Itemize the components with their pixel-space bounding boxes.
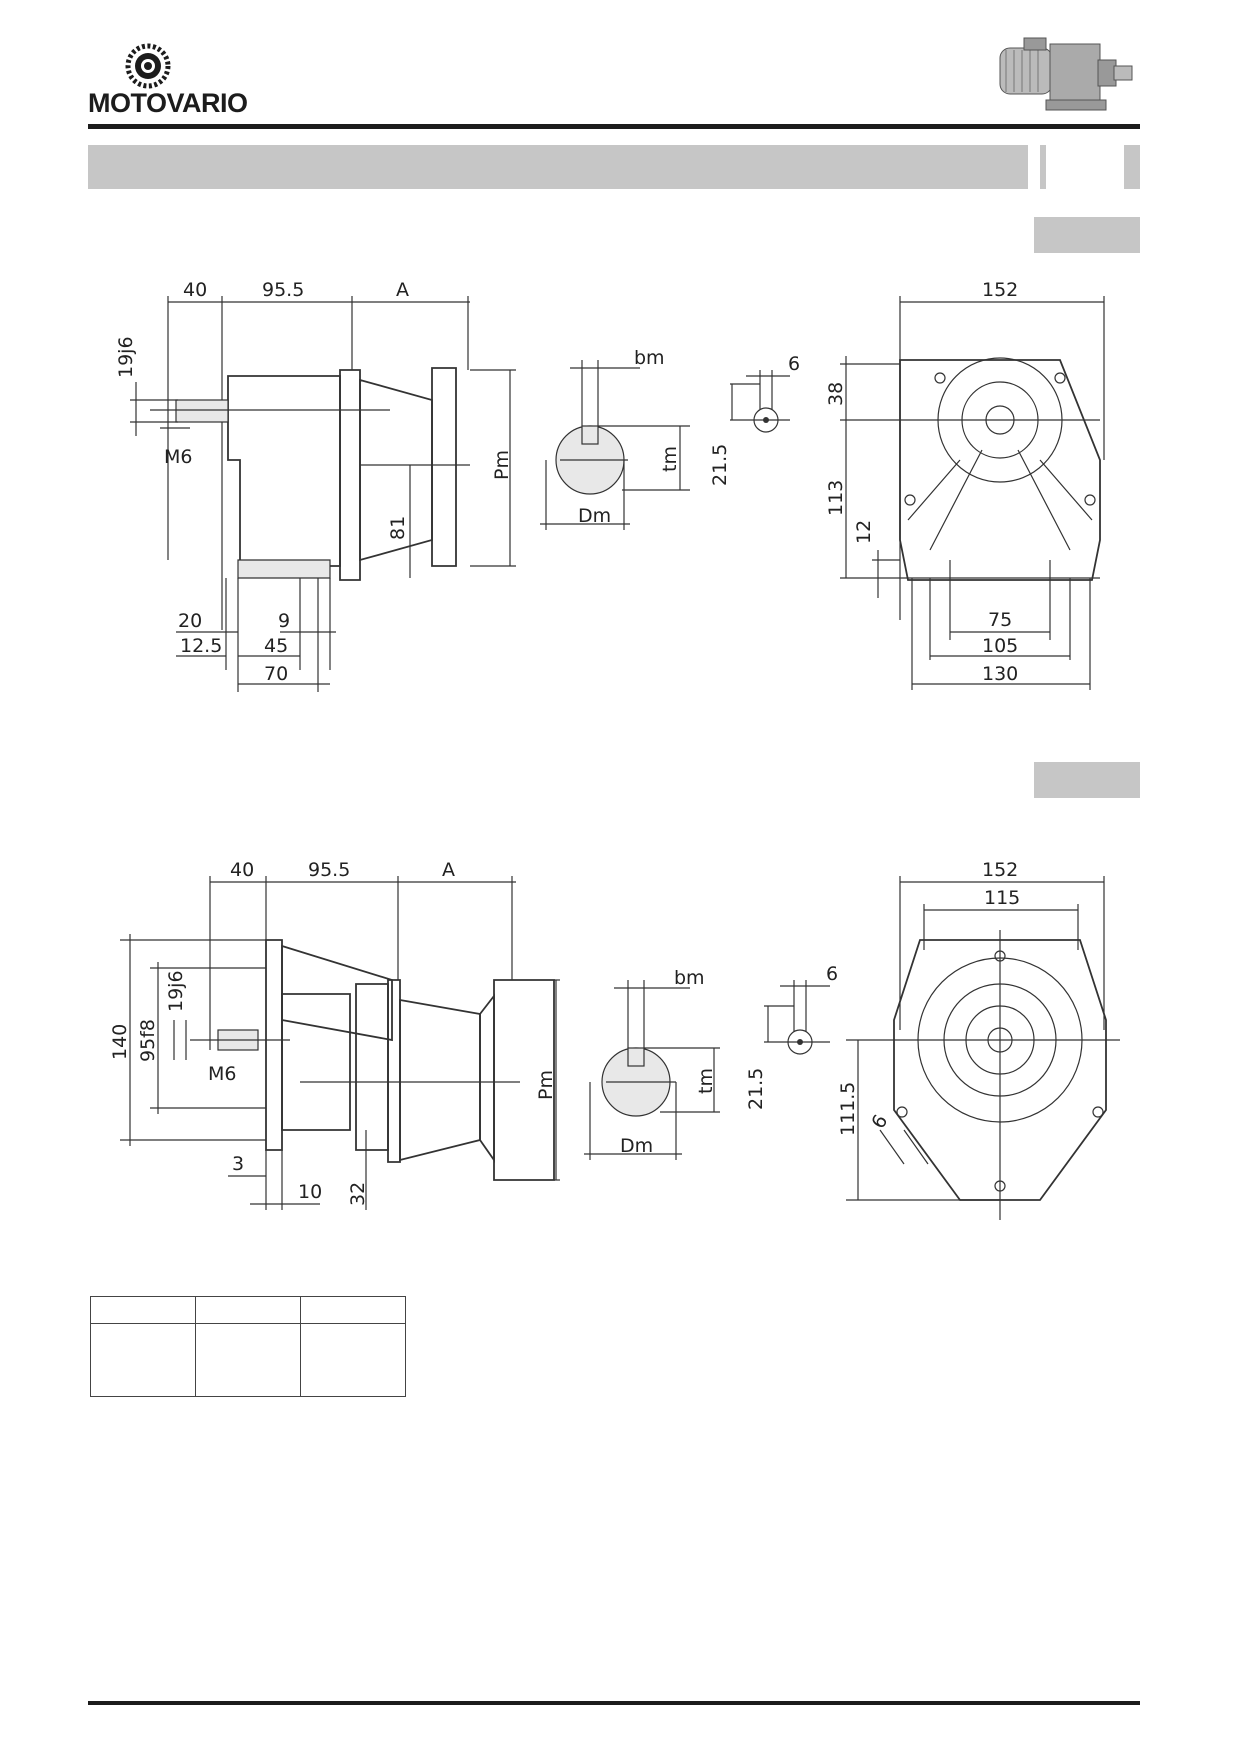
- table-cell: [300, 1323, 406, 1397]
- shaft-diameter: 19j6: [115, 336, 137, 378]
- dim-40: 40: [230, 859, 254, 881]
- dim-40: 40: [183, 279, 207, 301]
- spec-table: [90, 1296, 406, 1397]
- keyway-dm: Dm: [578, 505, 611, 527]
- front-dim-12: 12: [853, 520, 875, 544]
- front-dim-115: 115: [984, 887, 1020, 909]
- thread-m6: M6: [208, 1063, 236, 1085]
- side-view-top: 40 95.5 A 19j6 M6 81 Pm 20 9 12.5 45 70: [115, 279, 516, 692]
- keyway-tm: tm: [695, 1068, 717, 1094]
- dim-70: 70: [264, 663, 288, 685]
- keyway-bm: bm: [674, 967, 705, 989]
- front-dim-75: 75: [988, 609, 1012, 631]
- drawing-bottom: 40 95.5 A 140 95f8 19j6 M6 Pm 3 10 32 bm…: [109, 859, 1120, 1220]
- footer-rule: [88, 1701, 1140, 1705]
- front-dim-38: 38: [825, 382, 847, 406]
- dim-20: 20: [178, 610, 202, 632]
- shaft-dim-21-5: 21.5: [745, 1068, 767, 1110]
- table-cell: [300, 1296, 406, 1324]
- front-view-bottom: 152 115 111.5 6: [837, 859, 1120, 1220]
- dim-140: 140: [109, 1024, 131, 1060]
- thread-m6: M6: [164, 446, 192, 468]
- title-band: [88, 145, 1028, 189]
- shaft-diameter: 19j6: [165, 970, 187, 1012]
- table-cell: [90, 1296, 196, 1324]
- dim-3: 3: [232, 1153, 244, 1175]
- front-view-top: 152 38 113 12 75 105 130: [825, 279, 1105, 690]
- dim-95-5: 95.5: [262, 279, 304, 301]
- shaft-dim-6: 6: [826, 963, 838, 985]
- dim-32: 32: [347, 1182, 369, 1206]
- section-tag-top: [1034, 217, 1140, 253]
- dim-9: 9: [278, 610, 290, 632]
- dim-81: 81: [387, 516, 409, 540]
- shaft-end-bottom: 6 21.5: [745, 963, 838, 1110]
- side-view-bottom: 40 95.5 A 140 95f8 19j6 M6 Pm 3 10 32: [109, 859, 560, 1210]
- section-tag-bottom: [1034, 762, 1140, 798]
- front-dim-152: 152: [982, 859, 1018, 881]
- keyway-tm: tm: [659, 446, 681, 472]
- pilot-pm: Pm: [535, 1070, 557, 1100]
- keyway-section-top: bm tm Dm: [540, 347, 690, 530]
- shaft-dim-21-5: 21.5: [709, 444, 731, 486]
- keyway-section-bottom: bm tm Dm: [584, 967, 720, 1160]
- logo-emblem-icon: [125, 43, 171, 89]
- table-cell: [195, 1323, 301, 1397]
- front-dim-105: 105: [982, 635, 1018, 657]
- front-dim-130: 130: [982, 663, 1018, 685]
- dim-10: 10: [298, 1181, 322, 1203]
- pilot-pm: Pm: [491, 450, 513, 480]
- spigot-95f8: 95f8: [137, 1019, 159, 1062]
- front-dim-6: 6: [867, 1111, 892, 1132]
- front-dim-113: 113: [825, 480, 847, 516]
- drawing-top: 40 95.5 A 19j6 M6 81 Pm 20 9 12.5 45 70 …: [115, 279, 1105, 692]
- front-dim-111-5: 111.5: [837, 1082, 859, 1136]
- gearmotor-illustration: [990, 30, 1140, 124]
- dim-12-5: 12.5: [180, 635, 222, 657]
- title-band-edge: [1124, 145, 1140, 189]
- table-cell: [90, 1323, 196, 1397]
- keyway-dm: Dm: [620, 1135, 653, 1157]
- table-cell: [195, 1296, 301, 1324]
- brand-logo: [118, 42, 178, 94]
- dim-95-5: 95.5: [308, 859, 350, 881]
- keyway-bm: bm: [634, 347, 665, 369]
- header-rule: [88, 124, 1140, 129]
- front-dim-152: 152: [982, 279, 1018, 301]
- dim-A: A: [396, 279, 409, 301]
- dim-A: A: [442, 859, 455, 881]
- shaft-end-top: 6 21.5: [709, 353, 800, 486]
- brand-name: MOTOVARIO: [88, 88, 248, 118]
- shaft-dim-6: 6: [788, 353, 800, 375]
- title-tab: [1040, 145, 1118, 189]
- dim-45: 45: [264, 635, 288, 657]
